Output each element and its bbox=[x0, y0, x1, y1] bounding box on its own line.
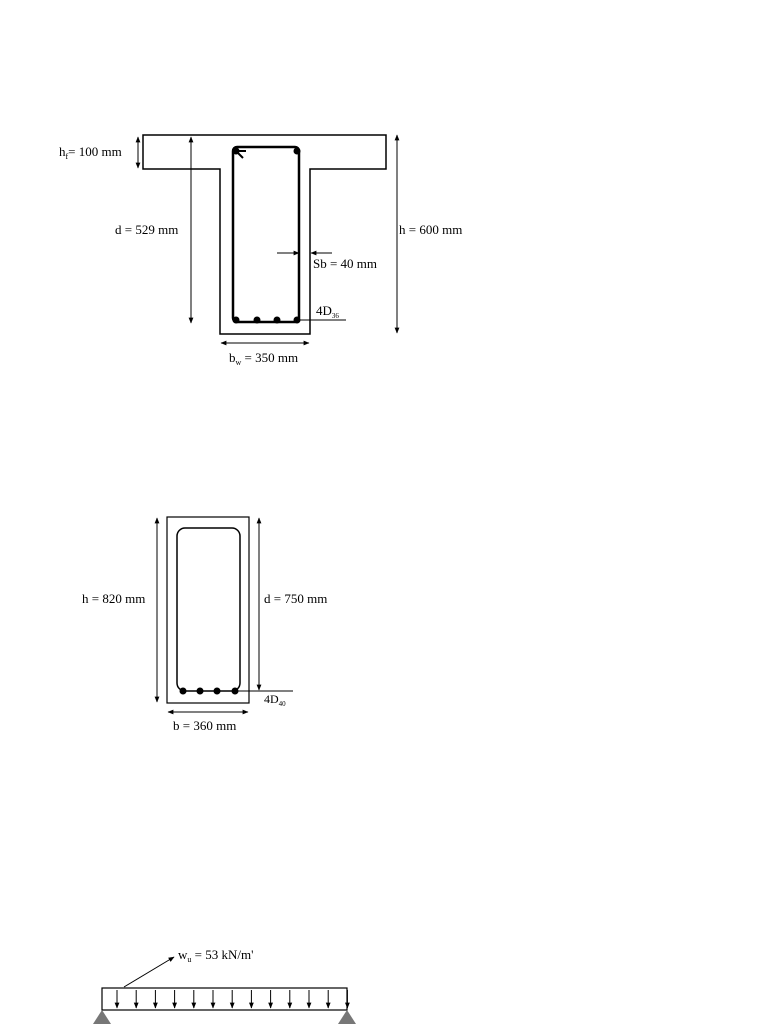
bw-label: bw = 350 mm bbox=[229, 350, 298, 367]
bottom-bar-1 bbox=[232, 316, 240, 324]
t-beam-outline bbox=[142, 134, 387, 335]
t-beam-stirrup bbox=[231, 145, 301, 324]
hf-label: hf= 100 mm bbox=[59, 144, 122, 161]
rect-bars-label: 4D40 bbox=[264, 692, 286, 708]
right-support bbox=[338, 1010, 356, 1024]
bottom-bar-3 bbox=[273, 316, 281, 324]
load-leader bbox=[123, 956, 175, 988]
load-arrows bbox=[114, 990, 350, 1009]
rect-bar-2 bbox=[196, 687, 204, 695]
loaded-beam: wu = 53 kN/m' bbox=[93, 947, 356, 1024]
rect-d-label: d = 750 mm bbox=[264, 591, 327, 606]
load-label: wu = 53 kN/m' bbox=[178, 947, 253, 964]
rect-beam-stirrup bbox=[176, 527, 241, 692]
rect-h-label: h = 820 mm bbox=[82, 591, 145, 606]
rect-bar-4 bbox=[231, 687, 239, 695]
h-label: h = 600 mm bbox=[399, 222, 462, 237]
rect-b-label: b = 360 mm bbox=[173, 718, 236, 733]
rect-beam-outline bbox=[166, 516, 250, 704]
t-beam-section: hf= 100 mm d = 529 mm h = 600 mm Sb = 40… bbox=[59, 134, 462, 367]
rect-beam-section: h = 820 mm d = 750 mm 4D40 b = 360 mm bbox=[82, 516, 327, 733]
top-bar-left bbox=[232, 147, 240, 155]
left-support bbox=[93, 1010, 111, 1024]
bottom-bar-4 bbox=[293, 316, 301, 324]
bottom-bar-2 bbox=[253, 316, 261, 324]
load-box bbox=[101, 987, 348, 1011]
top-bar-right bbox=[293, 147, 301, 155]
rect-bar-3 bbox=[213, 687, 221, 695]
sb-label: Sb = 40 mm bbox=[313, 256, 377, 271]
d-label: d = 529 mm bbox=[115, 222, 178, 237]
rect-bar-1 bbox=[179, 687, 187, 695]
bars-label: 4D36 bbox=[316, 303, 339, 320]
